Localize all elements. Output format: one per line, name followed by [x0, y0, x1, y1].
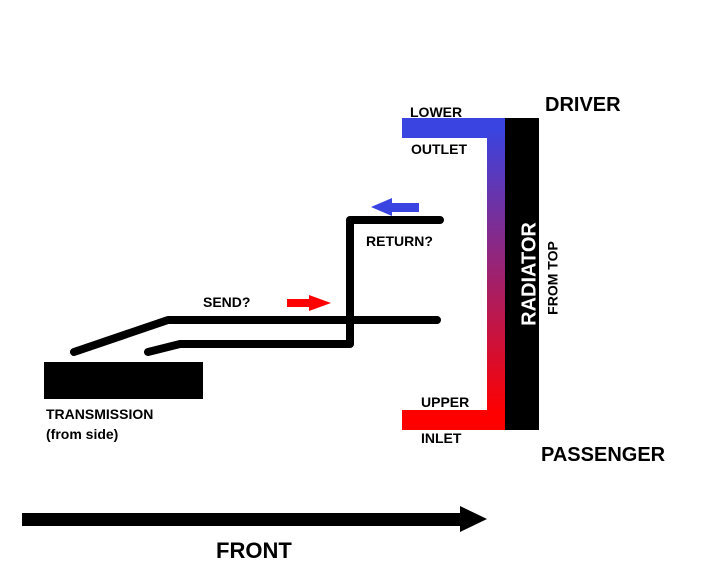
radiator-label: RADIATOR — [518, 222, 540, 326]
lower-outlet-hose — [402, 118, 505, 138]
hose-vertical-gradient — [487, 130, 505, 414]
return-line — [144, 216, 444, 356]
arrow-right-icon — [22, 506, 487, 532]
transmission-block — [44, 362, 203, 399]
arrow-left-icon — [371, 198, 419, 216]
radiator-block — [505, 118, 539, 430]
driver-label: DRIVER — [545, 94, 621, 116]
from-top-label: FROM TOP — [545, 241, 561, 315]
transmission-note: (from side) — [46, 426, 118, 442]
return-label: RETURN? — [366, 233, 433, 249]
upper-inlet-hose — [402, 410, 505, 430]
front-label: FRONT — [216, 538, 292, 563]
outlet-label: OUTLET — [411, 141, 467, 157]
inlet-label: INLET — [421, 430, 462, 446]
upper-label: UPPER — [421, 394, 469, 410]
passenger-label: PASSENGER — [541, 444, 666, 466]
lower-label: LOWER — [410, 104, 462, 120]
transmission-label: TRANSMISSION — [46, 406, 153, 422]
send-label: SEND? — [203, 294, 250, 310]
arrow-right-icon — [287, 295, 331, 311]
